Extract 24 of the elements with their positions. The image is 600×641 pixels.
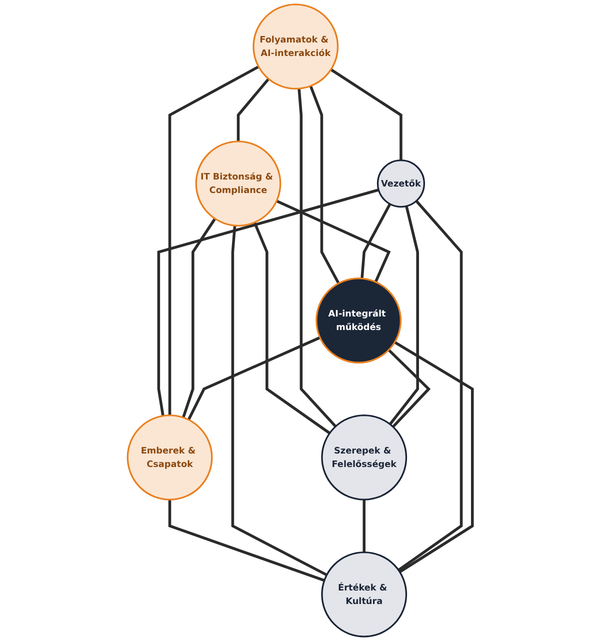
connector [157, 188, 379, 416]
node-circle: IT Biztonság & Compliance [195, 140, 282, 227]
connector [388, 348, 431, 428]
connector [330, 68, 402, 160]
connector [168, 500, 325, 582]
node-circle: AI-integrált működés [316, 278, 402, 364]
node-circle: Szerepek & Felelősségek [321, 414, 408, 500]
connector [168, 66, 260, 416]
connector [362, 500, 366, 552]
connector [298, 88, 337, 428]
connector [388, 206, 419, 426]
connector [398, 200, 463, 572]
connector [231, 225, 328, 576]
node-circle: Vezetők [376, 159, 426, 208]
node-circle: Folyamatok & AI-interakciók [252, 4, 339, 90]
node-circle: Értékek & Kultúra [321, 551, 408, 638]
connector [309, 85, 340, 284]
connector [276, 200, 391, 283]
connector [236, 78, 270, 142]
connector [187, 336, 321, 420]
connector [182, 218, 216, 418]
connector [394, 341, 474, 574]
node-circle: Emberek & Csapatok [126, 414, 213, 500]
connector [360, 203, 392, 279]
